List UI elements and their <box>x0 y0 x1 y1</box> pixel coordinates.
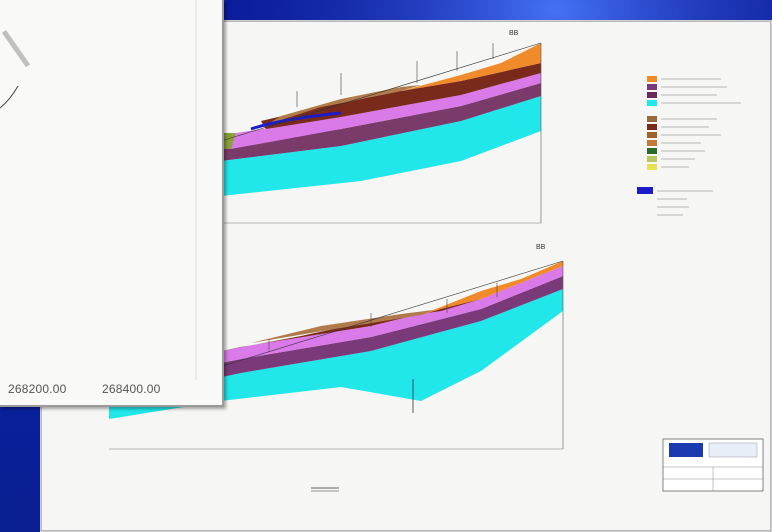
upper-olive-layer <box>221 133 236 149</box>
upper-cross-section: BB <box>220 30 542 224</box>
swatch-brown <box>647 132 657 138</box>
upper-purple-layer <box>221 83 541 161</box>
upper-brown-layer <box>261 63 541 129</box>
overlay-map-curve <box>0 85 19 109</box>
company-logo <box>669 443 703 457</box>
upper-section-label: BB <box>509 30 519 37</box>
swatch-tan <box>647 116 657 122</box>
upper-magenta-layer <box>231 73 541 149</box>
lower-orange-layer <box>421 261 563 315</box>
scale-bar <box>311 487 339 492</box>
lower-borehole-ticks <box>268 283 498 351</box>
upper-ground-line <box>220 42 542 142</box>
title-block <box>662 438 764 492</box>
swatch-dark-brown <box>647 124 657 130</box>
upper-borehole-ticks <box>296 43 494 107</box>
swatch-lime <box>647 156 657 162</box>
swatch-light-brown <box>647 140 657 146</box>
map-overlay-window: 268200.00 268400.00 <box>0 0 224 407</box>
swatch-orange <box>647 76 657 82</box>
swatch-dark-purple <box>647 92 657 98</box>
overlay-rotated-text <box>1 30 31 68</box>
coord-label-1: 268200.00 <box>8 382 67 396</box>
coord-label-2: 268400.00 <box>102 382 161 396</box>
lower-tan-layer <box>251 309 441 343</box>
swatch-cyan <box>647 100 657 106</box>
lower-section-label: BB <box>536 244 546 251</box>
upper-orange-layer <box>401 43 541 91</box>
swatch-yellow <box>647 164 657 170</box>
swatch-purple <box>647 84 657 90</box>
upper-tan-layer <box>266 85 421 125</box>
upper-blue-line <box>250 111 342 131</box>
swatch-green <box>647 148 657 154</box>
swatch-blue <box>637 187 653 194</box>
legend <box>637 76 741 216</box>
